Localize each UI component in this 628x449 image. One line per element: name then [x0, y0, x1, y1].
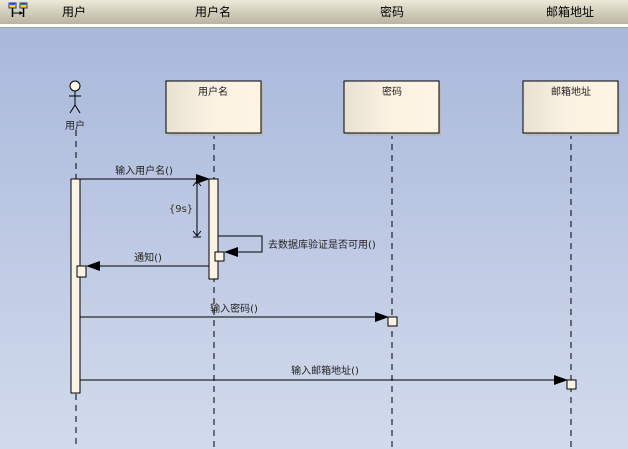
- activation-username-self[interactable]: [214, 251, 225, 262]
- activation-user-notify[interactable]: [76, 265, 87, 278]
- message-input-email[interactable]: 输入邮箱地址(): [80, 364, 568, 385]
- message-label: 通知(): [134, 251, 162, 264]
- activation-password[interactable]: [387, 316, 398, 327]
- message-notify[interactable]: 通知(): [86, 251, 209, 271]
- header-column-username[interactable]: 用户名: [194, 5, 232, 19]
- duration-label: {9s}: [169, 204, 193, 215]
- duration-constraint[interactable]: {9s}: [169, 180, 202, 238]
- actor-user[interactable]: 用户: [65, 80, 85, 132]
- actor-head: [69, 80, 81, 92]
- message-label: 去数据库验证是否可用(): [268, 238, 376, 251]
- lifeline-box-password[interactable]: 密码: [343, 80, 441, 136]
- header-divider: [0, 24, 628, 28]
- lifeline-box-label: 密码: [382, 85, 402, 98]
- activation-email[interactable]: [566, 379, 577, 390]
- message-verify-database[interactable]: 去数据库验证是否可用(): [218, 235, 376, 257]
- sequence-diagram-icon[interactable]: [8, 2, 28, 18]
- message-label: 输入邮箱地址(): [291, 364, 359, 377]
- lifeline-box-label: 邮箱地址: [551, 85, 591, 98]
- activation-username[interactable]: [208, 178, 219, 280]
- message-input-username[interactable]: 输入用户名(): [80, 164, 210, 184]
- message-label: 输入用户名(): [115, 164, 173, 177]
- header-column-password[interactable]: 密码: [379, 5, 405, 19]
- header-column-email[interactable]: 邮箱地址: [545, 5, 595, 19]
- header-column-user[interactable]: 用户: [61, 5, 87, 19]
- actor-label: 用户: [65, 119, 85, 132]
- message-label: 输入密码(): [210, 302, 258, 315]
- message-input-password[interactable]: 输入密码(): [80, 302, 389, 322]
- lifeline-box-email[interactable]: 邮箱地址: [522, 80, 620, 136]
- lifeline-box-username[interactable]: 用户名: [165, 80, 263, 136]
- column-header-bar: 用户 用户名 密码 邮箱地址: [0, 0, 628, 25]
- activation-user[interactable]: [70, 178, 81, 394]
- lifeline-box-label: 用户名: [198, 85, 228, 98]
